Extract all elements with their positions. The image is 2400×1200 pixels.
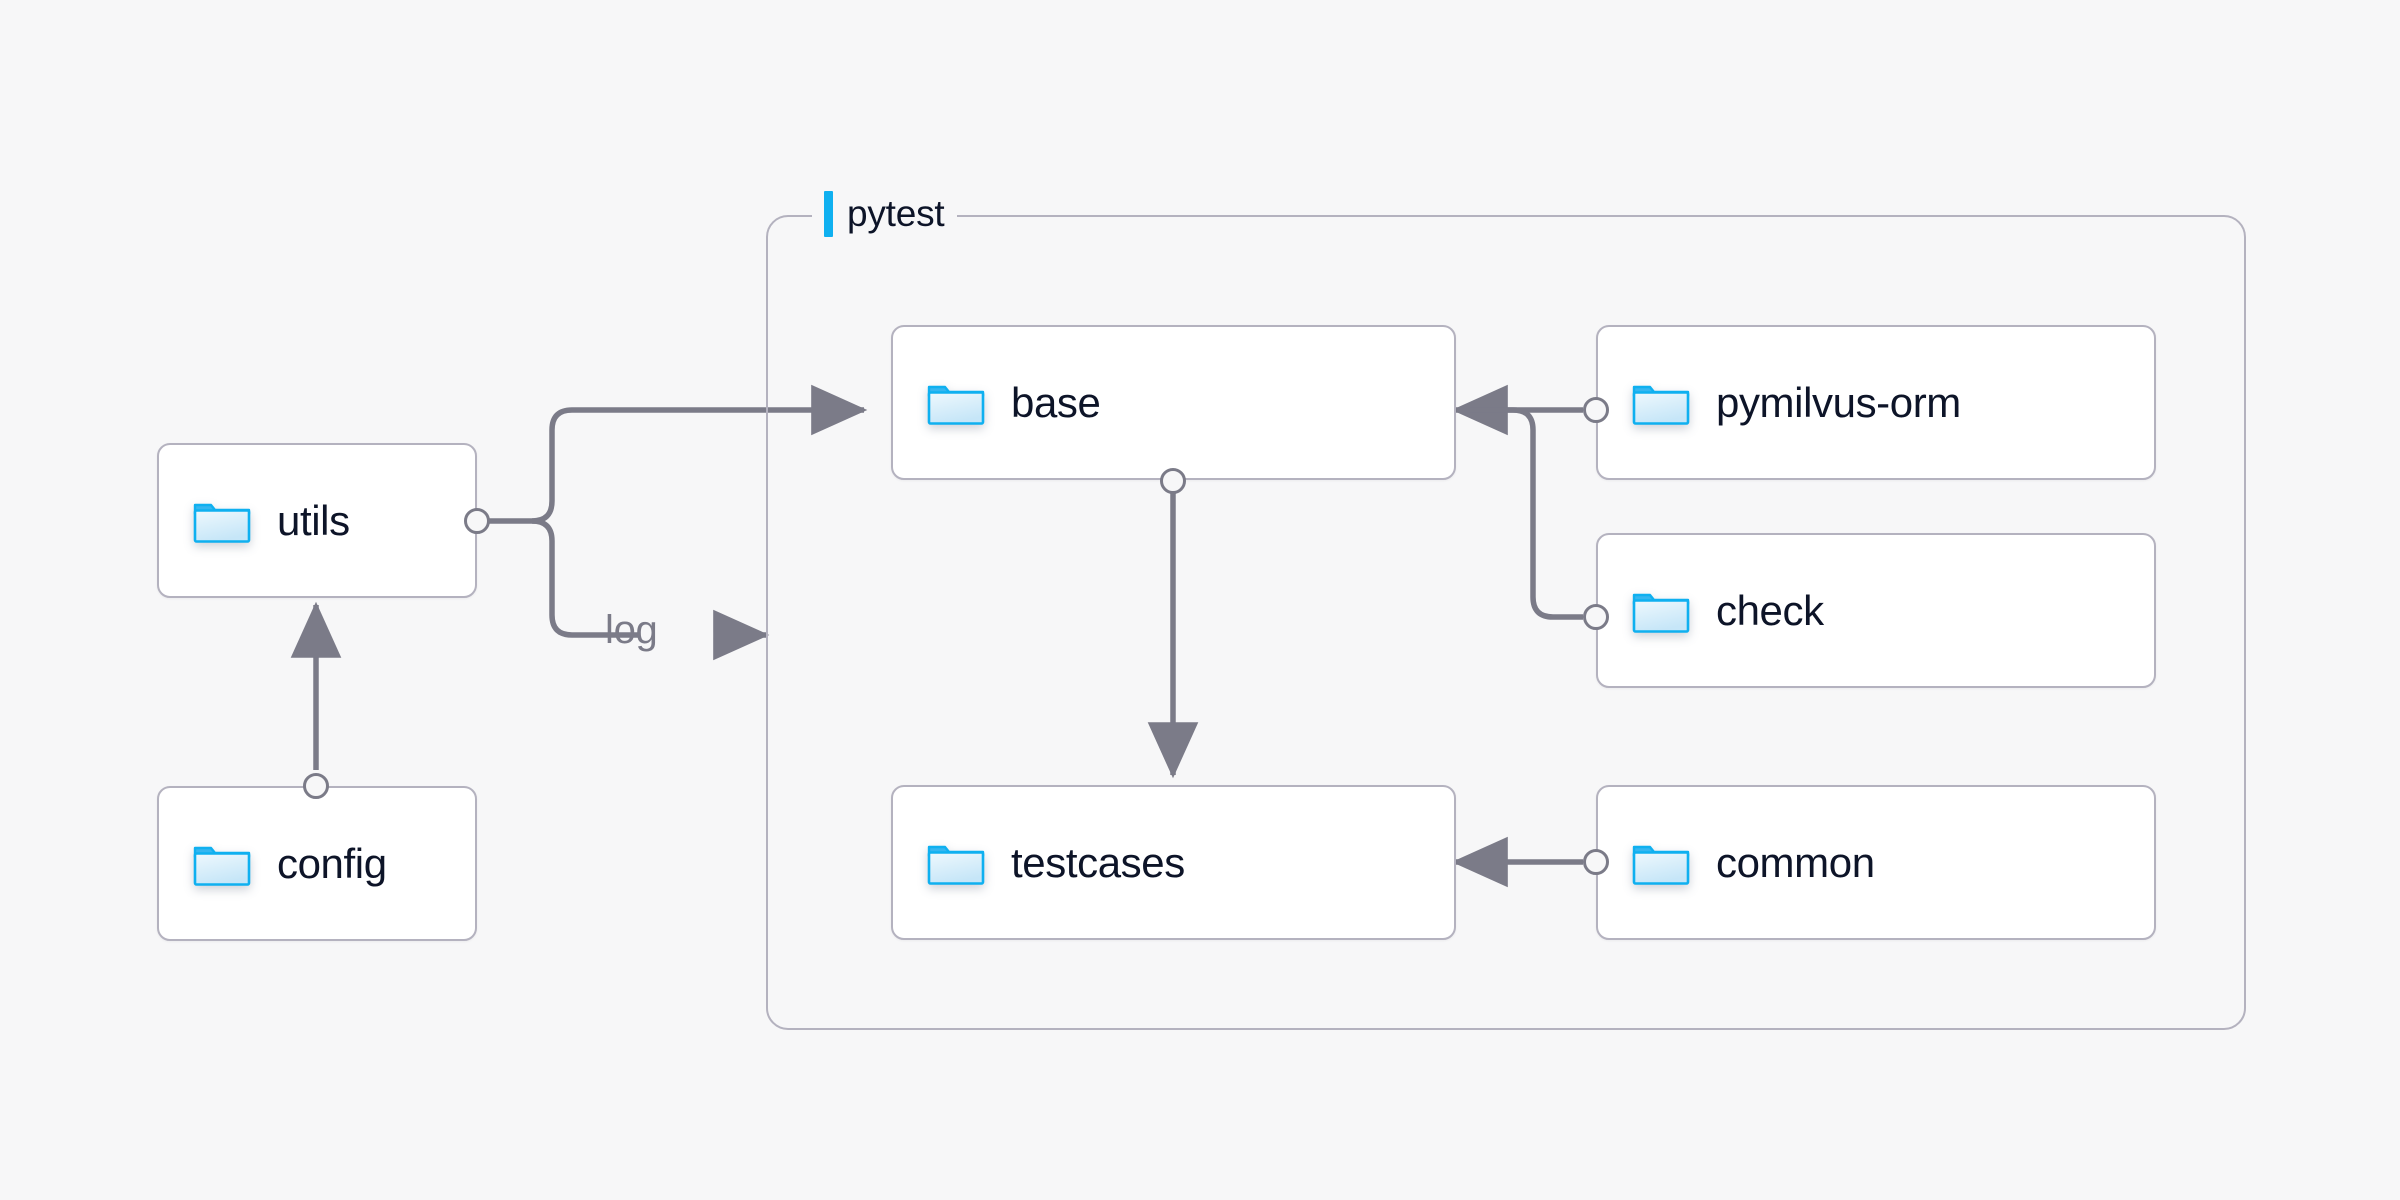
folder-icon <box>193 498 251 544</box>
node-label: config <box>277 839 387 887</box>
group-pytest-label: pytest <box>812 187 957 241</box>
node-pymilvus-orm[interactable]: pymilvus-orm <box>1596 325 2156 480</box>
node-check[interactable]: check <box>1596 533 2156 688</box>
port-common-left[interactable] <box>1583 849 1609 875</box>
node-label: common <box>1716 838 1875 886</box>
node-utils[interactable]: utils <box>157 443 477 598</box>
node-label: base <box>1011 378 1101 426</box>
port-config-top[interactable] <box>303 773 329 799</box>
port-utils-right[interactable] <box>464 508 490 534</box>
port-check-left[interactable] <box>1583 604 1609 630</box>
node-testcases[interactable]: testcases <box>891 785 1456 940</box>
edge-label-log: log <box>605 608 658 652</box>
port-pymilvus-orm-left[interactable] <box>1583 397 1609 423</box>
group-title-text: pytest <box>847 193 945 234</box>
folder-icon <box>193 841 251 887</box>
folder-icon <box>927 840 985 886</box>
folder-icon <box>927 380 985 426</box>
node-label: pymilvus-orm <box>1716 378 1961 426</box>
group-accent-bar <box>824 191 833 237</box>
folder-icon <box>1632 588 1690 634</box>
port-base-bottom[interactable] <box>1160 468 1186 494</box>
node-label: check <box>1716 586 1824 634</box>
node-label: testcases <box>1011 838 1185 886</box>
node-base[interactable]: base <box>891 325 1456 480</box>
group-pytest[interactable] <box>766 215 2246 1030</box>
folder-icon <box>1632 840 1690 886</box>
node-config[interactable]: config <box>157 786 477 941</box>
folder-icon <box>1632 380 1690 426</box>
node-label: utils <box>277 496 350 544</box>
node-common[interactable]: common <box>1596 785 2156 940</box>
